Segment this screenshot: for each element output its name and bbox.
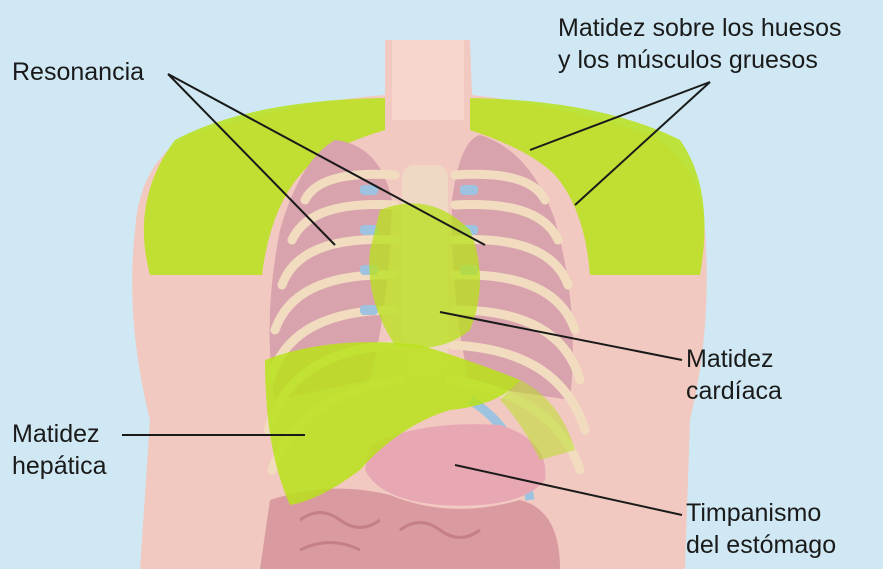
label-matidez-cardiaca-line1: Matidez [686,343,782,375]
label-matidez-hepatica-line1: Matidez [12,418,107,450]
label-matidez-hepatica: Matidez hepática [12,418,107,482]
cardiac-dullness [369,203,480,348]
label-timpanismo-line2: del estómago [686,529,836,561]
label-matidez-cardiaca-line2: cardíaca [686,375,782,407]
label-resonancia: Resonancia [12,56,144,88]
label-timpanismo: Timpanismo del estómago [686,497,836,561]
label-timpanismo-line1: Timpanismo [686,497,836,529]
label-matidez-huesos-line2: y los músculos gruesos [558,44,841,76]
label-matidez-huesos: Matidez sobre los huesos y los músculos … [558,12,841,76]
label-matidez-huesos-line1: Matidez sobre los huesos [558,12,841,44]
neck [392,40,464,120]
label-resonancia-text: Resonancia [12,56,144,88]
label-matidez-cardiaca: Matidez cardíaca [686,343,782,407]
label-matidez-hepatica-line2: hepática [12,450,107,482]
